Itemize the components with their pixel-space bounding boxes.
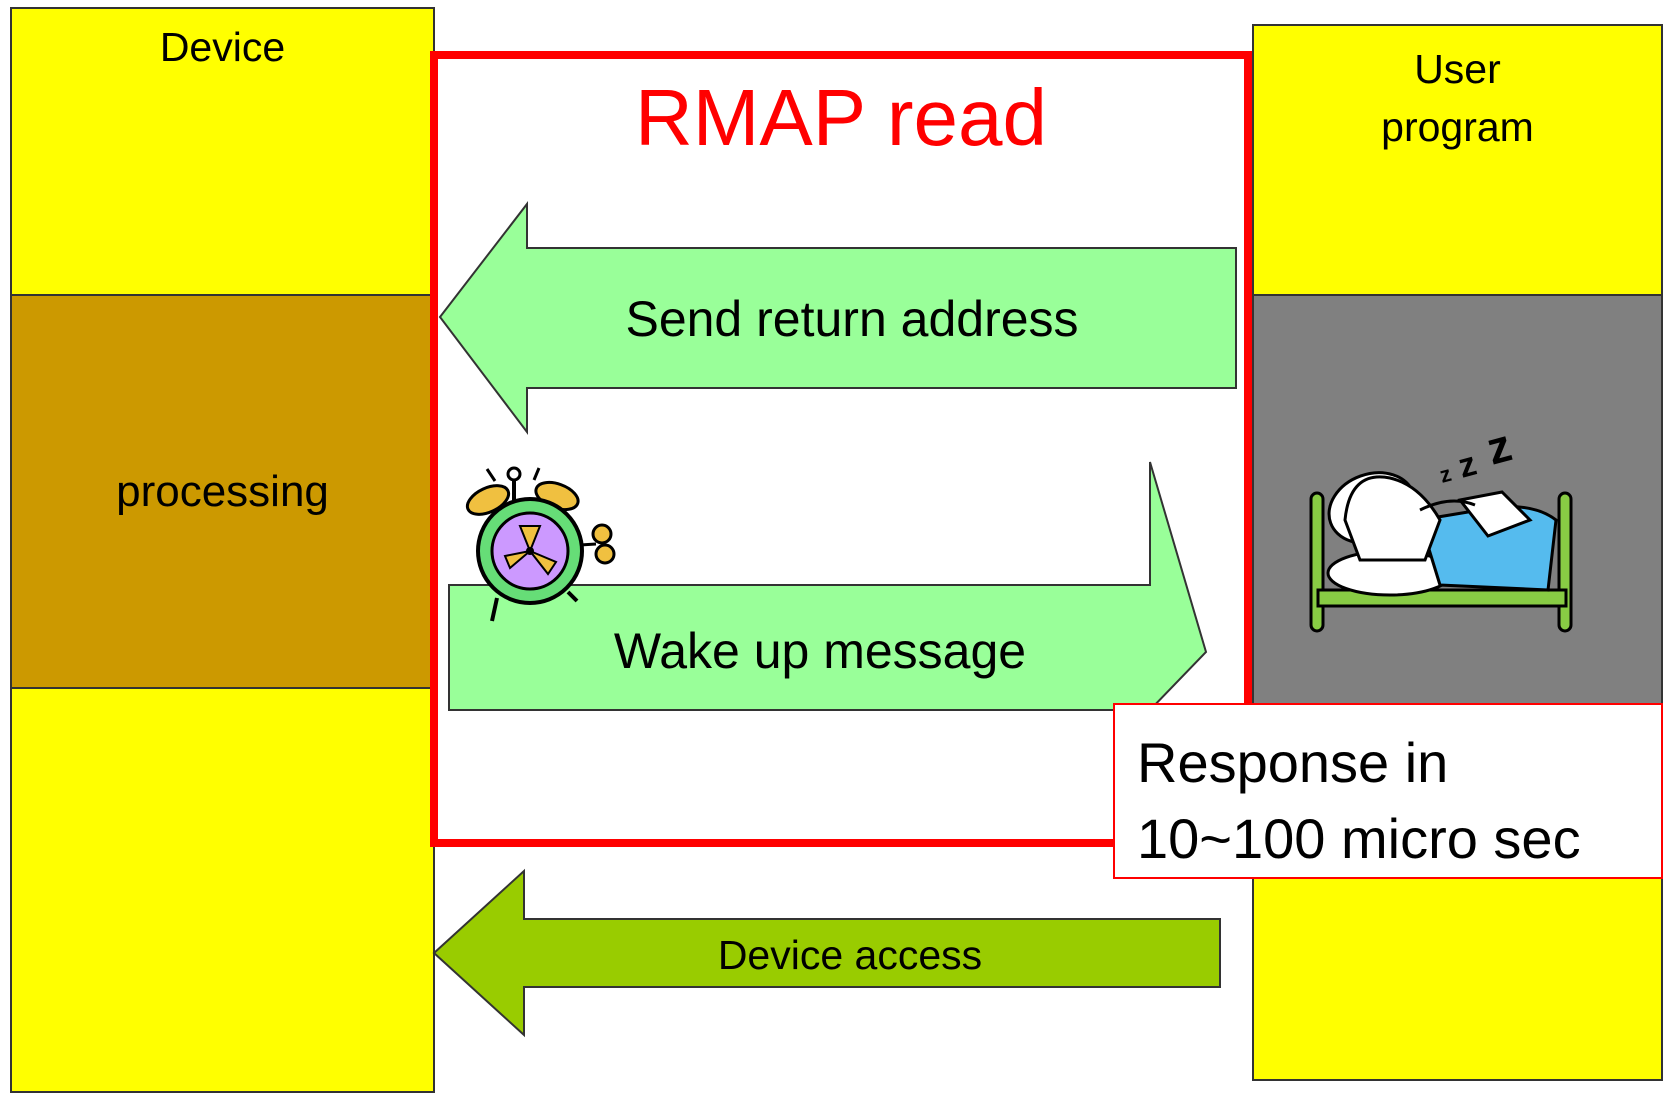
- alarm-clock-icon: [465, 466, 616, 622]
- user-program-title-line1: User: [1414, 46, 1501, 92]
- user-program-title: User program: [1252, 40, 1663, 156]
- device-access-arrow: [432, 868, 1221, 1038]
- send-return-address-arrow: [438, 201, 1237, 435]
- response-line1: Response in: [1137, 731, 1449, 794]
- response-time-callout: Response in 10~100 micro sec: [1113, 703, 1663, 879]
- wake-up-message-arrow: [448, 461, 1208, 711]
- send-return-address-label: Send return address: [625, 291, 1079, 347]
- device-title: Device: [159, 24, 286, 70]
- rmap-read-title: RMAP read: [634, 73, 1048, 162]
- processing-label: processing: [116, 466, 329, 516]
- response-line2: 10~100 micro sec: [1137, 807, 1581, 870]
- wake-up-message-label: Wake up message: [613, 623, 1027, 679]
- user-program-title-line2: program: [1381, 104, 1534, 150]
- sleeping-person-icon: z z z: [1309, 418, 1573, 633]
- svg-text:z: z: [1454, 445, 1480, 486]
- device-access-label: Device access: [717, 932, 983, 978]
- svg-text:z: z: [1437, 461, 1454, 488]
- device-processing-block: processing: [10, 294, 435, 689]
- svg-text:z: z: [1481, 418, 1517, 474]
